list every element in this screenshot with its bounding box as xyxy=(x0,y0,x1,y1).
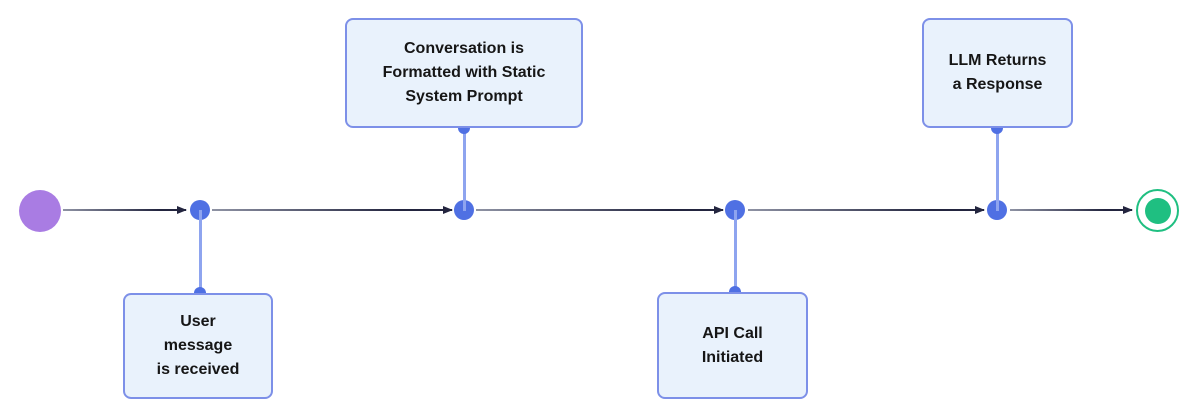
flow-arrow-5 xyxy=(1010,205,1133,214)
event-box-user-message: User message is received xyxy=(123,293,273,399)
event-label: Conversation is Formatted with Static Sy… xyxy=(382,40,546,105)
event-label: API Call Initiated xyxy=(701,324,764,366)
flow-arrow-4 xyxy=(748,205,985,214)
connector-line-1 xyxy=(198,210,202,294)
connector-line-3 xyxy=(733,210,737,293)
end-node-inner-circle xyxy=(1144,197,1171,224)
event-box-llm-response: LLM Returns a Response xyxy=(922,18,1073,128)
flow-arrow-2 xyxy=(212,205,453,214)
start-node-icon xyxy=(19,190,61,232)
event-label: User message is received xyxy=(156,313,240,378)
connector-line-4 xyxy=(995,127,999,211)
flow-arrow-1 xyxy=(63,205,187,214)
end-node-icon xyxy=(1136,189,1179,232)
event-label: LLM Returns a Response xyxy=(948,52,1047,93)
event-box-conversation-formatted: Conversation is Formatted with Static Sy… xyxy=(345,18,583,128)
flow-arrow-3 xyxy=(476,205,724,214)
connector-line-2 xyxy=(462,127,466,211)
event-box-api-call: API Call Initiated xyxy=(657,292,808,399)
